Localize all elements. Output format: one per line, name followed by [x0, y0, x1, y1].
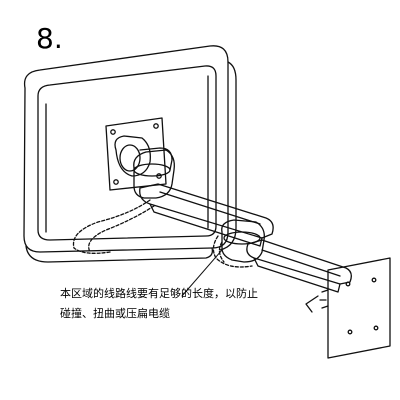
tilt-joint — [114, 135, 151, 177]
monitor-side-edge — [219, 61, 237, 251]
cable-length-note: 本区域的线路线要有足够的长度，以防止 碰撞、扭曲或压扁电缆 — [60, 284, 310, 324]
vesa-hole-1 — [110, 129, 116, 135]
note-line-1: 本区域的线路线要有足够的长度，以防止 — [60, 287, 258, 300]
arm-segment-2 — [246, 239, 352, 285]
monitor-inner-panel — [37, 65, 217, 241]
elbow-joint — [221, 219, 265, 263]
wall-plate — [327, 257, 391, 359]
wall-hole-1 — [345, 281, 351, 287]
swivel-knuckle — [133, 149, 175, 199]
step-number: 8. — [36, 22, 63, 55]
wall-hole-4 — [373, 325, 379, 331]
cable-loop-left — [72, 199, 151, 254]
vesa-hole-3 — [113, 179, 119, 185]
wall-hole-3 — [347, 329, 353, 335]
vesa-plate — [105, 117, 167, 191]
monitor-outer-shell — [23, 45, 229, 253]
wall-hole-2 — [371, 277, 377, 283]
cable-loop-right — [212, 235, 253, 268]
note-line-2: 碰撞、扭曲或压扁电缆 — [60, 307, 170, 320]
leader-line — [181, 249, 223, 297]
vesa-hole-2 — [153, 123, 159, 129]
arm-segment-1 — [139, 183, 274, 239]
